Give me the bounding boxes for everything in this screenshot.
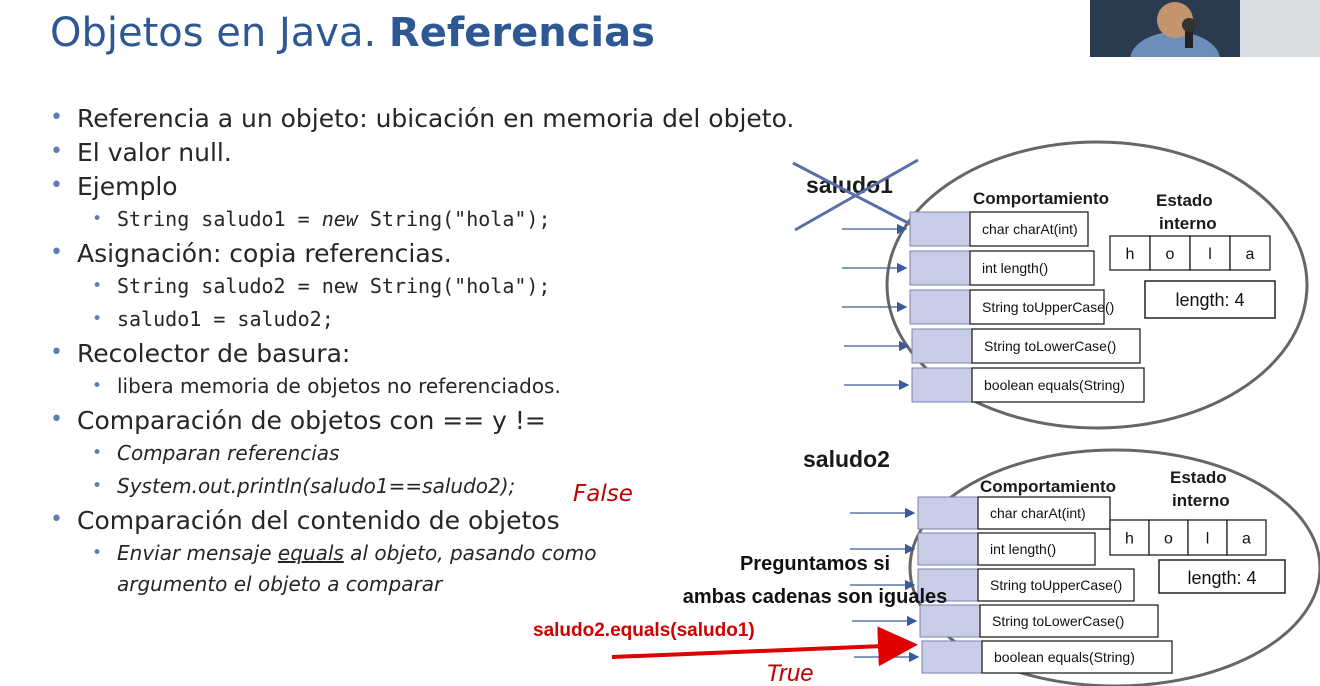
object2-comportamiento: Comportamiento (980, 477, 1116, 496)
bullet-recolector: Recolector de basura: (50, 339, 850, 373)
object2-interno: interno (1172, 491, 1230, 510)
object1-outline (885, 140, 1309, 430)
cross-line-1 (792, 161, 911, 226)
method-port (909, 250, 971, 286)
bullet-referencia: Referencia a un objeto: ubicación en mem… (50, 104, 850, 138)
object2-length-box (1158, 559, 1286, 594)
method-box (981, 640, 1173, 674)
object2-methods: char charAt(int) int length() String toUpp… (850, 496, 1173, 674)
bullet-list: Referencia a un objeto: ubicación en mem… (50, 104, 850, 573)
method-port (921, 640, 983, 674)
ask-line-1: Preguntamos si (740, 553, 890, 575)
method-label: int length() (982, 260, 1048, 276)
method-box (969, 250, 1095, 286)
char-cell (1109, 235, 1151, 271)
object-saludo1: saludo1 Comportamiento Estado interno ch… (792, 140, 1309, 430)
title-bold: Referencias (388, 10, 655, 56)
method-port (909, 211, 971, 247)
char-label: h (1126, 246, 1135, 263)
object2-outline (908, 448, 1320, 686)
bullet-comparan: Comparan referencias (50, 440, 850, 473)
bullet-ejemplo: Ejemplo (50, 172, 850, 206)
method-box (971, 328, 1141, 364)
slide-title: Objetos en Java. Referencias (50, 10, 655, 56)
char-cell (1226, 519, 1267, 556)
code-saludo2: String saludo2 = new String("hola"); (50, 273, 850, 306)
char-label: o (1164, 531, 1173, 548)
false-annotation: False (573, 481, 633, 507)
object2-length: length: 4 (1187, 568, 1256, 588)
method-label: char charAt(int) (982, 221, 1078, 237)
method-label: char charAt(int) (990, 505, 1086, 521)
method-port (917, 496, 979, 530)
method-box (969, 289, 1105, 325)
char-cell (1149, 235, 1191, 271)
method-label: int length() (990, 541, 1056, 557)
method-box (977, 496, 1111, 530)
char-cell (1148, 519, 1189, 556)
title-normal: Objetos en Java. (50, 10, 389, 56)
method-box (971, 367, 1145, 403)
object1-methods: char charAt(int) int length() String toUpp… (842, 211, 1145, 403)
ask-line-2: ambas cadenas son iguales (683, 586, 948, 608)
bullet-enviar-equals: Enviar mensaje equals al objeto, pasando… (50, 540, 850, 573)
equals-call: saludo2.equals(saludo1) (533, 620, 755, 641)
method-label: boolean equals(String) (994, 649, 1135, 665)
code-assign: saludo1 = saludo2; (50, 306, 850, 339)
cross-line-2 (794, 158, 919, 232)
bullet-comparacion-ref: Comparación de objetos con == y != (50, 406, 850, 440)
object1-comportamiento: Comportamiento (973, 189, 1109, 208)
red-arrow (611, 626, 918, 667)
method-label: String toUpperCase() (990, 577, 1122, 593)
method-box (979, 604, 1159, 638)
method-port (917, 532, 979, 566)
bullet-libera: libera memoria de objetos no referenciad… (50, 373, 850, 406)
method-port (911, 367, 973, 403)
true-annotation: True (766, 660, 814, 686)
method-port (919, 604, 981, 638)
bullet-enviar-continued: argumento el objeto a comparar (117, 572, 443, 596)
webcam-icon (1090, 0, 1320, 57)
bullet-comparacion-contenido: Comparación del contenido de objetos (50, 506, 850, 540)
char-label: a (1246, 246, 1255, 263)
bullet-println: System.out.println(saludo1==saludo2); (50, 473, 850, 506)
char-label: l (1208, 246, 1212, 263)
method-label: String toLowerCase() (984, 338, 1116, 354)
object1-length-box (1144, 280, 1276, 319)
method-port (909, 289, 971, 325)
method-label: String toLowerCase() (992, 613, 1124, 629)
char-label: l (1206, 531, 1210, 548)
bullet-asignacion: Asignación: copia referencias. (50, 239, 850, 273)
char-label: a (1242, 531, 1251, 548)
saludo2-label: saludo2 (803, 446, 890, 472)
code-saludo1: String saludo1 = new String("hola"); (50, 206, 850, 239)
method-box (977, 568, 1135, 602)
method-label: boolean equals(String) (984, 377, 1125, 393)
bullet-null: El valor null. (50, 138, 850, 172)
object-saludo2: saludo2 Comportamiento Estado interno ch… (803, 446, 1320, 686)
char-label: h (1125, 531, 1134, 548)
method-port (911, 328, 973, 364)
object1-length: length: 4 (1175, 290, 1244, 310)
char-cell (1189, 235, 1231, 271)
object1-interno: interno (1159, 214, 1217, 233)
object1-estado: Estado (1156, 191, 1213, 210)
object2-estado: Estado (1170, 468, 1227, 487)
method-box (977, 532, 1096, 566)
char-cell (1229, 235, 1271, 271)
method-port (917, 568, 979, 602)
method-label: String toUpperCase() (982, 299, 1114, 315)
char-label: o (1166, 246, 1175, 263)
method-box (969, 211, 1089, 247)
